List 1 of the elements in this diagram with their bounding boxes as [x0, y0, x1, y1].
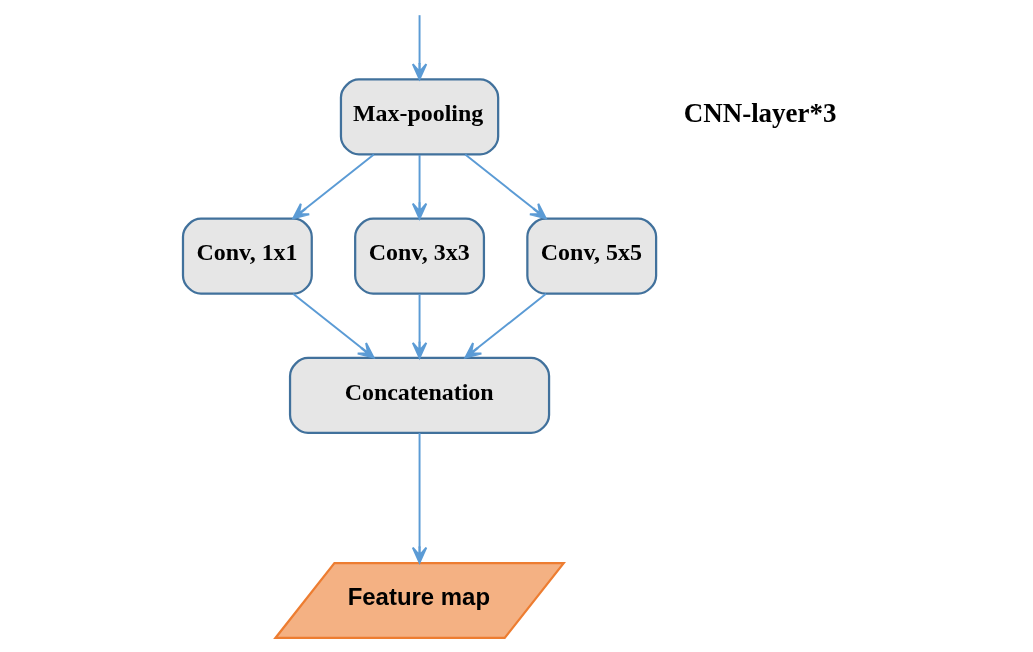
label: CNN-layer*3 [683, 98, 837, 129]
